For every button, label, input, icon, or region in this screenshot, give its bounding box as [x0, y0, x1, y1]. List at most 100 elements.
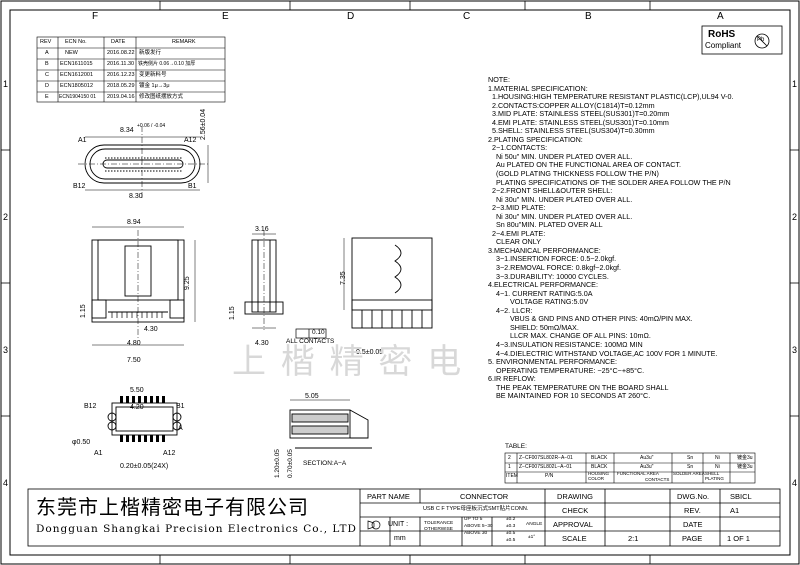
note-line: 4−4.DIELECTRIC WITHSTAND VOLTAGE,AC 100V…	[488, 348, 718, 358]
note-line: 2.CONTACTS:COPPER ALLOY(C1814)T=0.12mm	[488, 100, 655, 110]
col-label: F	[92, 11, 99, 22]
func-cell: Au3u"	[640, 455, 654, 461]
rohs-title: RoHS	[708, 29, 736, 40]
dwg-no: SBICL	[730, 492, 752, 501]
unit-value: mm	[394, 535, 406, 542]
note-cell: 镀金3u	[737, 455, 753, 461]
rev-cell: A	[45, 50, 49, 56]
date-cell: 2016.12.23	[107, 72, 135, 78]
date-cell: 2016.11.30	[107, 61, 135, 67]
rev-label: REV.	[684, 506, 701, 515]
dim-front-w1: 4.30	[144, 326, 158, 333]
th-contacts: CONTACTS	[645, 477, 670, 482]
date-cell: 2019.04.16	[107, 94, 135, 100]
item-cell: 1	[508, 464, 511, 470]
note-line: Ni 30u" MIN. UNDER PLATED OVER ALL.	[488, 194, 633, 204]
angle-tol: ±0.5	[506, 538, 516, 543]
note-line: 3.MID PLATE: STAINLESS STEEL(SUS301)T=0.…	[488, 109, 670, 119]
rohs-sub: Compliant	[705, 41, 742, 50]
dim-side-top: 3.16	[255, 226, 269, 233]
note-line: BE MAINTAINED FOR 10 SECONDS AT 260°C.	[488, 391, 651, 401]
fp-label-b1: B1	[176, 403, 185, 410]
part-name-label: PART NAME	[367, 492, 410, 501]
row-label: 1	[3, 79, 9, 89]
page-value: 1 OF 1	[727, 534, 750, 543]
section-label: SECTION:A−A	[303, 460, 347, 467]
note-line: LLCR MAX. CHANGE OF ALL PINS: 10mΩ.	[488, 331, 651, 341]
note-line: (GOLD PLATING THICKNESS FOLLOW THE P/N)	[488, 169, 659, 179]
notes-block: NOTE:1.MATERIAL SPECIFICATION: 1.HOUSING…	[488, 75, 788, 401]
dim-fp-w1: 5.50	[130, 387, 144, 394]
dim-top-tol: +0.06 / -0.04	[137, 123, 166, 129]
date-cell: 2018.05.29	[107, 83, 135, 89]
remark-cell: 新版发行	[139, 50, 162, 56]
th-item: ITEM	[506, 473, 518, 479]
scale-label: SCALE	[562, 534, 587, 543]
solder-cell: Sn	[687, 464, 694, 470]
row-label: 3	[3, 345, 9, 355]
note-line: OPERATING TEMPERATURE: −25°C~+85°C.	[488, 365, 645, 375]
fp-label-a1: A1	[94, 450, 103, 457]
footprint-pads	[120, 396, 165, 442]
col-label: D	[347, 11, 355, 22]
date-cell: 2016.08.22	[107, 50, 135, 56]
th-pn: P/N	[545, 473, 554, 479]
note-line: PLATING SPECIFICATIONS OF THE SOLDER ARE…	[488, 177, 731, 187]
pn-cell: Z−CF007SL802L−A−01	[519, 464, 572, 470]
th-color: HOUSING COLOR	[588, 471, 610, 481]
row-label: 4	[792, 478, 798, 488]
note-line: 5. ENVIRONMENTAL PERFORMANCE:	[488, 357, 617, 367]
note-line: 4.EMI PLATE: STAINLESS STEEL(SUS301)T=0.…	[488, 117, 669, 127]
tol-row: UP TO 5	[464, 517, 483, 522]
dim-sec-w: 5.05	[305, 393, 319, 400]
ecn-cell: ECN1805012	[60, 83, 94, 89]
note-line: 3.MECHANICAL PERFORMANCE:	[488, 245, 601, 255]
part-name: CONNECTOR	[460, 492, 509, 501]
note-line: 4.ELECTRICAL PERFORMANCE:	[488, 280, 598, 290]
note-line: 4−1. CURRENT RATING:5.0A	[488, 288, 593, 298]
rohs-box	[701, 25, 783, 55]
fp-label-a12: A12	[163, 450, 176, 457]
row-label: 4	[3, 478, 9, 488]
dim-sec-h2: 0.70±0.05	[287, 449, 294, 478]
company-name-cn: 东莞市上楷精密电子有限公司	[36, 495, 309, 519]
col-label: A	[717, 11, 724, 22]
func-cell: Au3u"	[640, 464, 654, 470]
angle-label: ANGLE	[526, 522, 543, 527]
ecn-cell: ECN1904150 01	[59, 94, 96, 100]
coplanarity-box	[295, 328, 327, 339]
note-line: VOLTAGE RATING:5.0V	[488, 297, 589, 307]
remark-cell: 镀金 1μ→3μ	[139, 83, 170, 89]
part-table-grid	[504, 452, 756, 484]
top-view	[78, 126, 209, 200]
note-line: 2−4.EMI PLATE:	[488, 228, 546, 238]
front-view	[91, 226, 196, 346]
note-line: THE PEAK TEMPERATURE ON THE BOARD SHALL	[488, 382, 669, 392]
label-b12: B12	[73, 183, 86, 190]
solder-cell: Sn	[687, 455, 694, 461]
ecn-cell: NEW	[65, 50, 78, 56]
ecn-cell: ECN1612001	[60, 72, 94, 78]
dim-front-height: 9.25	[184, 276, 191, 290]
dim-side-pin: 1.15	[229, 306, 236, 320]
date-header: DATE	[111, 39, 126, 45]
note-line: 1.MATERIAL SPECIFICATION:	[488, 83, 588, 93]
note-line: 2−2.FRONT SHELL&OUTER SHELL:	[488, 186, 613, 196]
watermark: 上 楷 精 密 电	[232, 342, 464, 382]
tolerance-label: TOLERANCE OTHERWISE	[424, 521, 454, 532]
note-cell: 镀金3u	[737, 464, 753, 470]
unit-label: UNIT :	[388, 521, 409, 528]
dim-fp-dia: φ0.50	[72, 439, 91, 446]
note-line: 1.HOUSING:HIGH TEMPERATURE RESISTANT PLA…	[488, 92, 734, 102]
tol-val: ±0.5	[506, 531, 516, 536]
col-label: E	[222, 11, 229, 22]
footprint	[107, 402, 182, 436]
note-line: 2.PLATING SPECIFICATION:	[488, 134, 583, 144]
rev-cell: E	[45, 94, 49, 100]
rev-cell: D	[45, 83, 49, 89]
color-cell: BLACK	[591, 455, 608, 461]
dim-fp-pitch: 0.20±0.05(24X)	[120, 463, 169, 470]
check-label: CHECK	[562, 506, 589, 515]
company-name-en: Dongguan Shangkai Precision Electronics …	[36, 523, 357, 535]
color-cell: BLACK	[591, 464, 608, 470]
